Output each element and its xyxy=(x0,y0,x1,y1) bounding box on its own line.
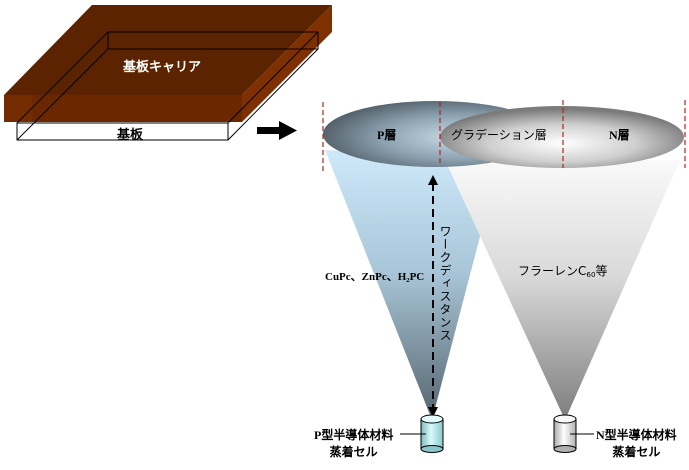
p-cell-label: P型半導体材料 蒸着セル xyxy=(314,427,393,461)
n-cell-label-line2: 蒸着セル xyxy=(612,445,661,459)
right-arrow-icon xyxy=(257,121,297,140)
substrate xyxy=(16,31,319,141)
p-plume-cone xyxy=(325,150,500,420)
carrier-left-edge xyxy=(4,95,32,122)
n-materials-label: フラーレンC60等 xyxy=(518,262,608,279)
substrate-back-face xyxy=(107,31,319,50)
n-materials-subscript: 60 xyxy=(586,270,596,279)
p-materials-subscript: 2 xyxy=(406,277,410,284)
carrier-front-face xyxy=(4,95,242,122)
region-guide-lines xyxy=(322,100,686,172)
p-deposition-cell xyxy=(400,414,444,453)
p-cell-label-line2: 蒸着セル xyxy=(329,445,378,459)
substrate-edge xyxy=(16,31,109,124)
n-layer-label: N層 xyxy=(609,128,630,142)
substrate-carrier-label: 基板キャリア xyxy=(123,60,202,75)
n-cell-label-line1: N型半導体材料 xyxy=(596,428,677,442)
substrate-front-face xyxy=(16,122,229,141)
p-materials-label: CuPc、ZnPc、H2PC xyxy=(325,268,424,284)
substrate-label: 基板 xyxy=(117,128,144,143)
p-layer-label: P層 xyxy=(377,128,397,142)
p-cell-label-line1: P型半導体材料 xyxy=(314,428,394,442)
carrier-top-face xyxy=(4,5,332,95)
n-materials-prefix: フラーレンC xyxy=(518,264,587,278)
p-materials-prefix: CuPc、ZnPc、H xyxy=(325,271,407,283)
p-materials-suffix: PC xyxy=(409,271,425,283)
gradient-layer-label: グラデーション層 xyxy=(451,128,547,142)
substrate-edge xyxy=(227,48,319,141)
n-cell-label: N型半導体材料 蒸着セル xyxy=(596,427,677,461)
n-plume-cone xyxy=(445,160,680,420)
work-distance-label: ワークディスタンス xyxy=(438,225,452,342)
substrate-edge xyxy=(16,48,109,141)
n-layer-ellipse xyxy=(440,106,684,168)
substrate-edge xyxy=(227,31,319,124)
n-deposition-cell xyxy=(553,414,594,453)
n-materials-suffix: 等 xyxy=(595,264,608,278)
substrate-carrier xyxy=(4,5,332,122)
